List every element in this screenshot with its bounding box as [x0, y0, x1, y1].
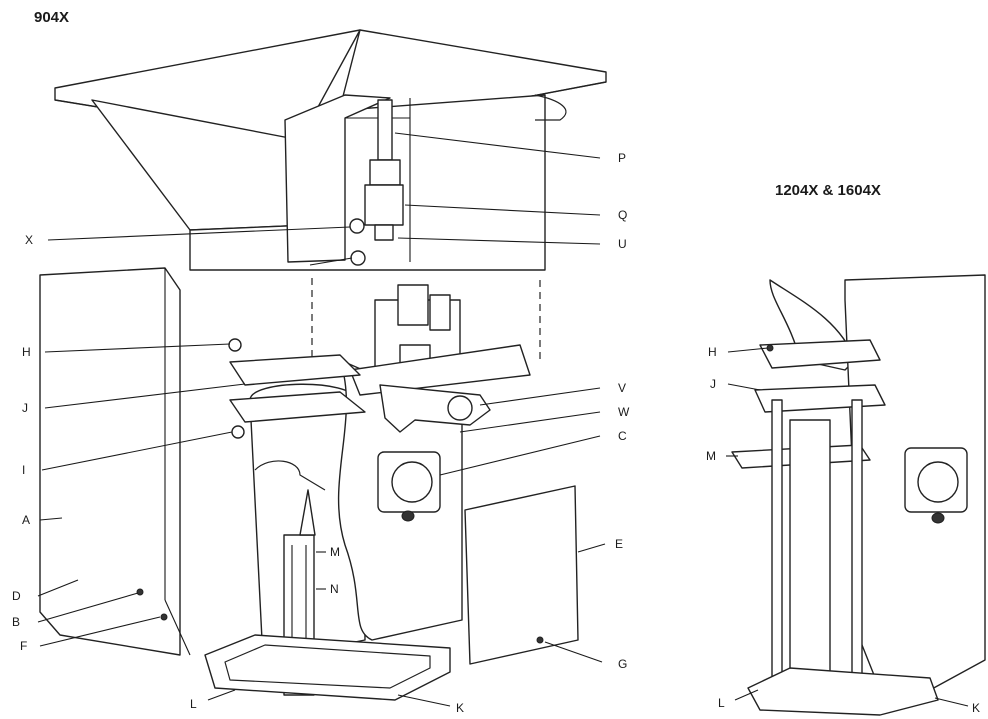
callouts-main: P Q U X H J I A D B F V W C M N E	[12, 132, 630, 715]
callout-secondary-J: J	[710, 377, 716, 391]
callout-E: E	[615, 537, 623, 551]
callout-K: K	[456, 701, 464, 715]
secondary-diagram-title: 1204X & 1604X	[775, 182, 881, 199]
main-diagram-title: 904X	[34, 9, 69, 26]
callouts-secondary: H J M L K	[706, 345, 980, 715]
callout-secondary-L: L	[718, 696, 725, 710]
callout-F: F	[20, 639, 27, 653]
main-illustration	[39, 29, 607, 701]
callout-secondary-M: M	[706, 449, 716, 463]
callout-A: A	[22, 513, 30, 527]
callout-C: C	[618, 429, 627, 443]
callout-secondary-K: K	[972, 701, 980, 715]
callout-J: J	[22, 401, 28, 415]
callout-B: B	[12, 615, 20, 629]
callout-H: H	[22, 345, 31, 359]
callout-W: W	[618, 405, 630, 419]
callout-P: P	[618, 151, 626, 165]
callout-I: I	[22, 463, 25, 477]
callout-L: L	[190, 697, 197, 711]
secondary-illustration	[731, 274, 986, 716]
callout-Q: Q	[618, 208, 627, 222]
callout-G: G	[618, 657, 627, 671]
callout-X: X	[25, 233, 33, 247]
callout-secondary-H: H	[708, 345, 717, 359]
callout-V: V	[618, 381, 626, 395]
callout-M: M	[330, 545, 340, 559]
callout-N: N	[330, 582, 339, 596]
callout-D: D	[12, 589, 21, 603]
callout-U: U	[618, 237, 627, 251]
